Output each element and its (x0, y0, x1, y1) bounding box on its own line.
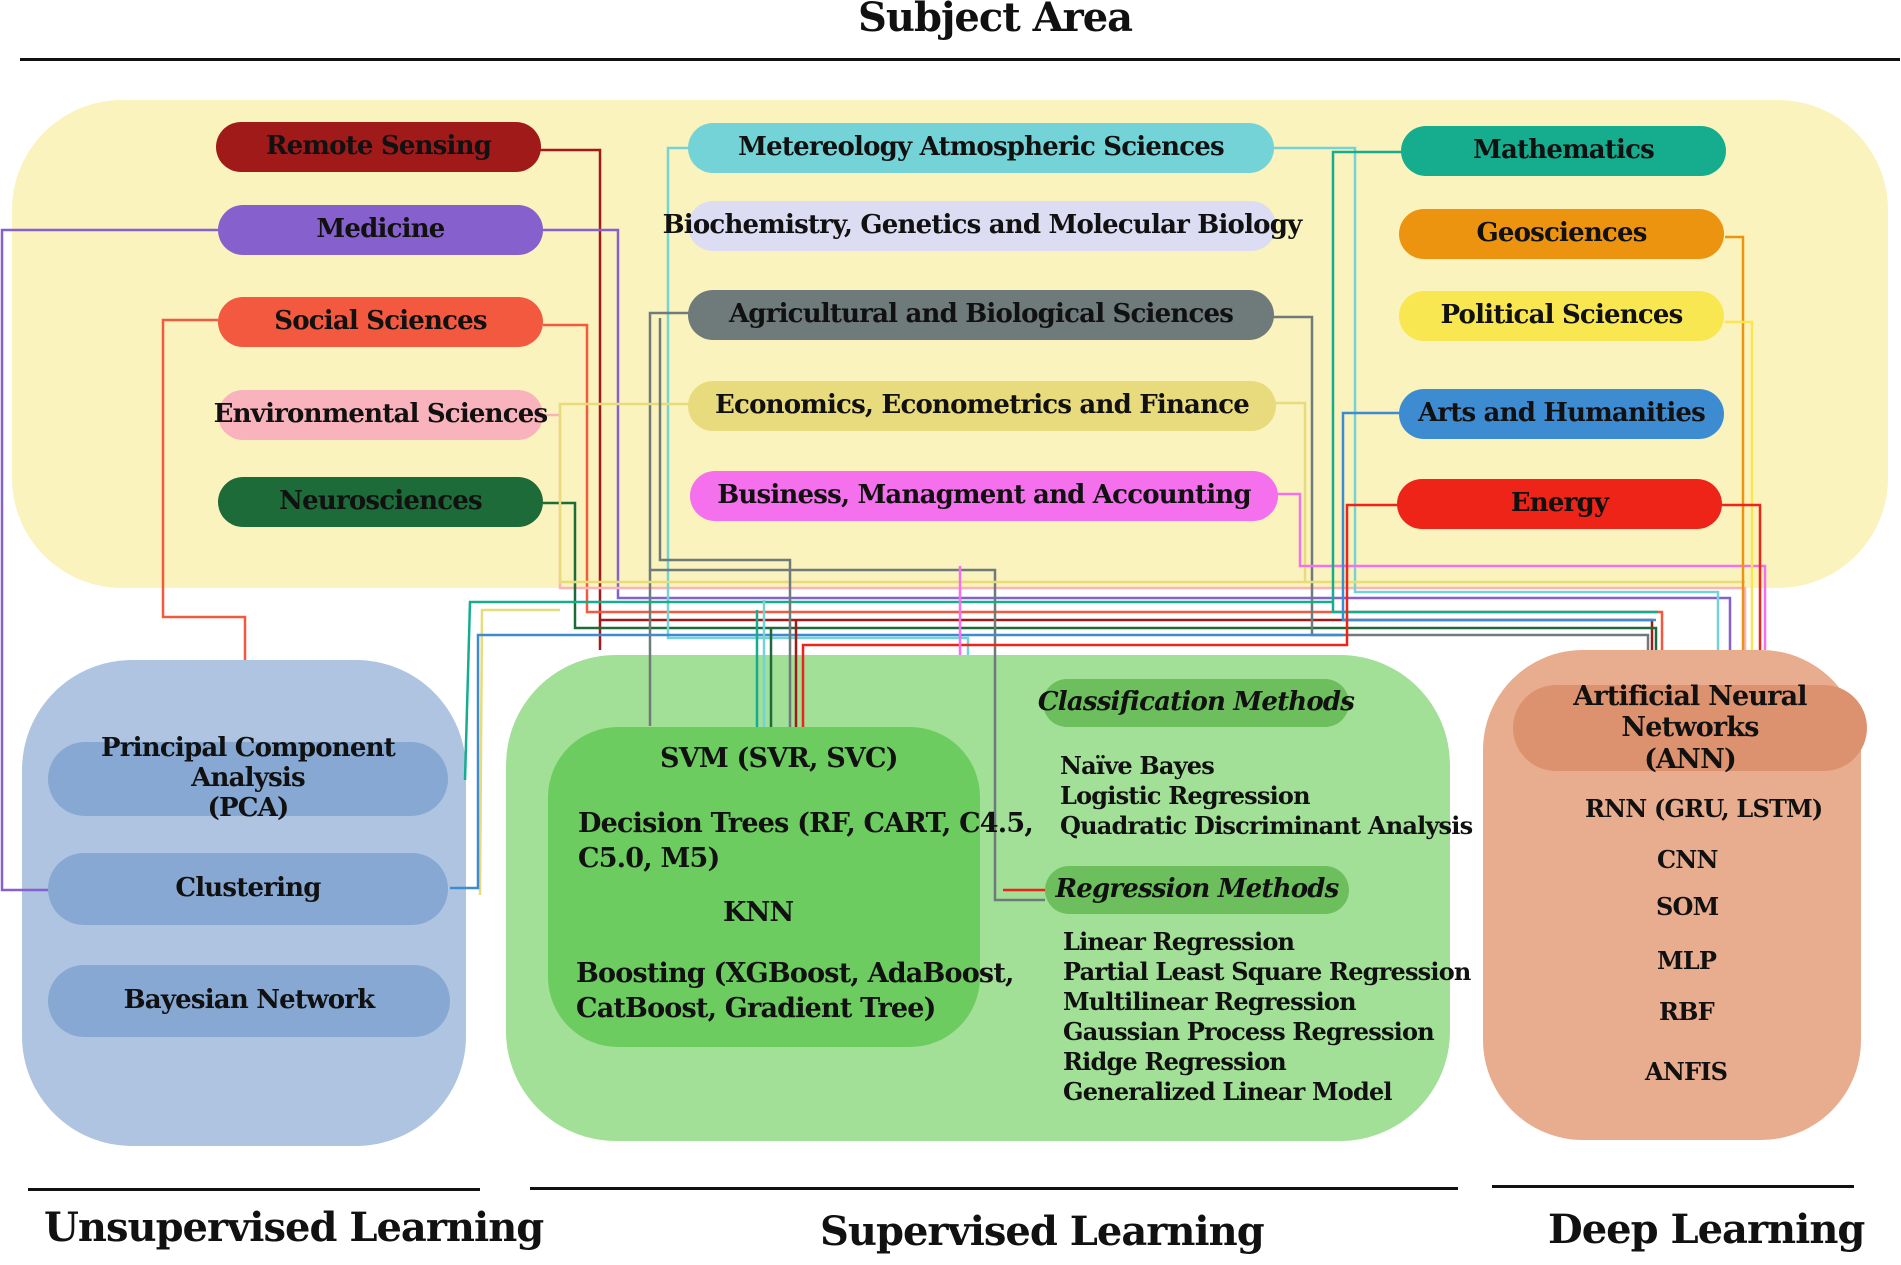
subject-business: Business, Managment and Accounting (690, 471, 1278, 521)
classification-item: Quadratic Discriminant Analysis (1060, 811, 1473, 840)
method-pca-line1: Principal Component Analysis (101, 733, 396, 794)
subject-remote-sensing: Remote Sensing (216, 122, 541, 172)
method-pca-line2: (PCA) (207, 792, 289, 823)
regression-item: Generalized Linear Model (1063, 1077, 1393, 1106)
subject-environmental-sciences: Environmental Sciences (214, 390, 548, 440)
subject-mathematics: Mathematics (1401, 126, 1726, 176)
subject-political-sciences: Political Sciences (1399, 291, 1724, 341)
top-rule (20, 58, 1900, 61)
method-boosting-line1: Boosting (XGBoost, AdaBoost, (576, 958, 1014, 989)
method-pca: Principal Component Analysis (PCA) (48, 733, 448, 823)
subject-arts-humanities: Arts and Humanities (1399, 389, 1724, 439)
unsupervised-rule (28, 1188, 480, 1191)
method-ann-line1: Artificial Neural Networks (1573, 681, 1807, 744)
regression-item: Linear Regression (1063, 927, 1295, 956)
supervised-rule (530, 1187, 1458, 1190)
method-ann: Artificial Neural Networks (ANN) (1513, 681, 1867, 775)
regression-item: Partial Least Square Regression (1063, 957, 1471, 986)
deep-item-cnn: CNN (1657, 845, 1718, 874)
deep-item-rnn: RNN (GRU, LSTM) (1585, 794, 1823, 823)
subject-medicine: Medicine (218, 205, 543, 255)
classification-item: Naïve Bayes (1060, 751, 1215, 780)
regression-item: Multilinear Regression (1063, 987, 1357, 1016)
subject-meteorology: Metereology Atmospheric Sciences (688, 123, 1274, 173)
method-bayesian-network: Bayesian Network (48, 965, 450, 1037)
deep-item-mlp: MLP (1657, 946, 1717, 975)
regression-item: Ridge Regression (1063, 1047, 1287, 1076)
classification-methods-title: Classification Methods (1038, 679, 1355, 727)
regression-methods-title: Regression Methods (1045, 866, 1349, 914)
method-knn: KNN (723, 897, 794, 928)
supervised-heading: Supervised Learning (820, 1208, 1265, 1255)
classification-item: Logistic Regression (1060, 781, 1311, 810)
method-clustering: Clustering (48, 853, 448, 925)
method-svm: SVM (SVR, SVC) (660, 743, 899, 774)
subject-social-sciences: Social Sciences (218, 297, 543, 347)
subject-energy: Energy (1397, 479, 1722, 529)
subject-geosciences: Geosciences (1399, 209, 1724, 259)
method-ann-line2: (ANN) (1644, 743, 1737, 775)
deep-item-som: SOM (1656, 892, 1719, 921)
deep-rule (1492, 1185, 1854, 1188)
subject-economics: Economics, Econometrics and Finance (688, 381, 1276, 431)
subject-biochemistry: Biochemistry, Genetics and Molecular Bio… (663, 201, 1302, 251)
deep-item-anfis: ANFIS (1645, 1057, 1728, 1086)
method-boosting-line2: CatBoost, Gradient Tree) (576, 993, 936, 1024)
unsupervised-heading: Unsupervised Learning (44, 1204, 544, 1251)
regression-item: Gaussian Process Regression (1063, 1017, 1435, 1046)
subject-area-heading: Subject Area (858, 0, 1133, 41)
method-decision-trees-line1: Decision Trees (RF, CART, C4.5, (578, 808, 1034, 839)
method-decision-trees-line2: C5.0, M5) (578, 843, 720, 874)
deep-item-rbf: RBF (1659, 997, 1715, 1026)
subject-neurosciences: Neurosciences (218, 477, 543, 527)
subject-agricultural: Agricultural and Biological Sciences (688, 290, 1274, 340)
deep-heading: Deep Learning (1548, 1206, 1865, 1253)
